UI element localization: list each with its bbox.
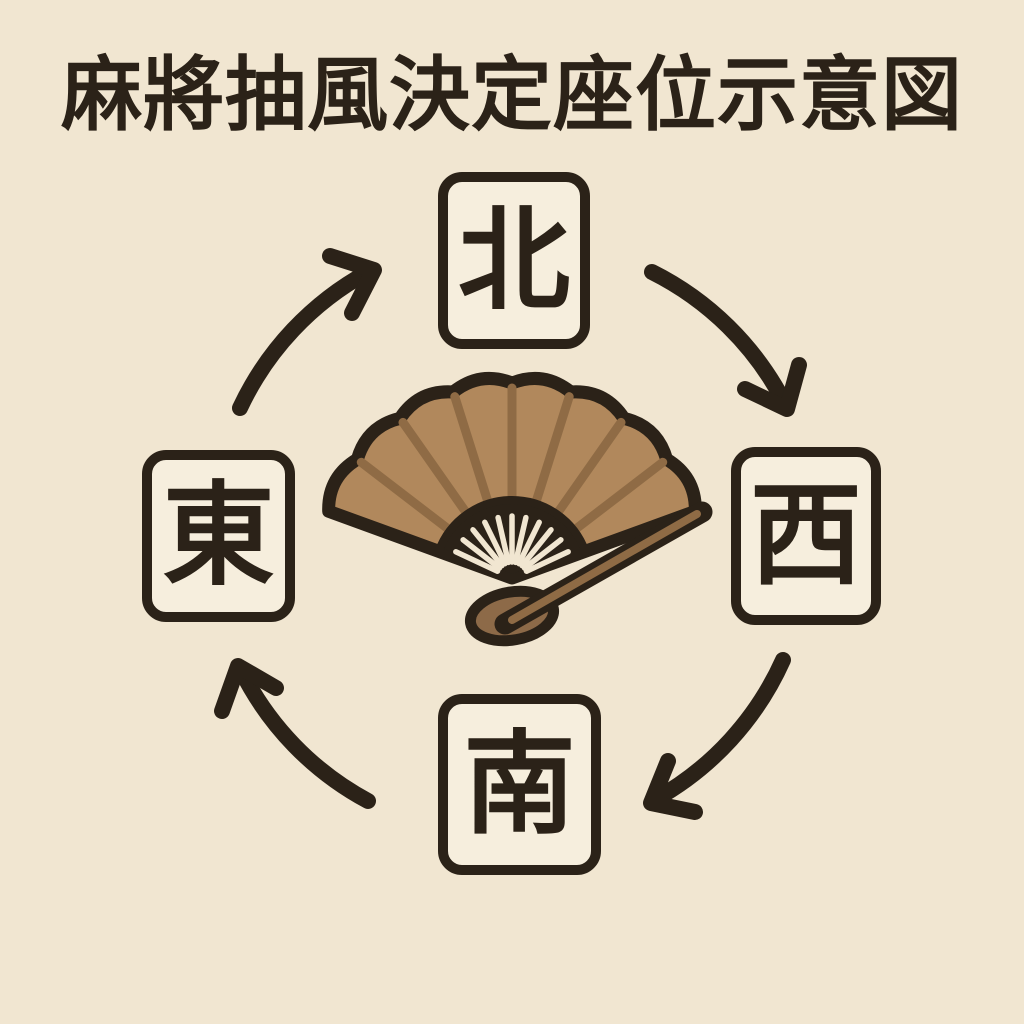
fan-guard-stick — [494, 501, 713, 635]
tile-east-label: 東 — [162, 470, 275, 601]
arrow-west-to-south-icon — [643, 652, 791, 820]
fan-pivot-spokes — [453, 513, 571, 574]
tile-north: 北 — [438, 172, 590, 349]
tile-west: 西 — [731, 447, 881, 625]
tile-south: 南 — [438, 694, 601, 875]
tile-south-label: 南 — [463, 718, 576, 850]
arrow-east-to-north-icon — [232, 248, 382, 416]
tile-west-label: 西 — [750, 470, 862, 601]
page-title: 麻將抽風決定座位示意図 — [60, 49, 963, 143]
tile-east: 東 — [142, 450, 295, 622]
folding-fan-icon — [322, 371, 713, 647]
arrow-south-to-east-icon — [214, 658, 376, 809]
fan-ribs — [356, 383, 668, 542]
arrow-north-to-west-icon — [644, 264, 807, 417]
tile-north-label: 北 — [458, 194, 570, 326]
